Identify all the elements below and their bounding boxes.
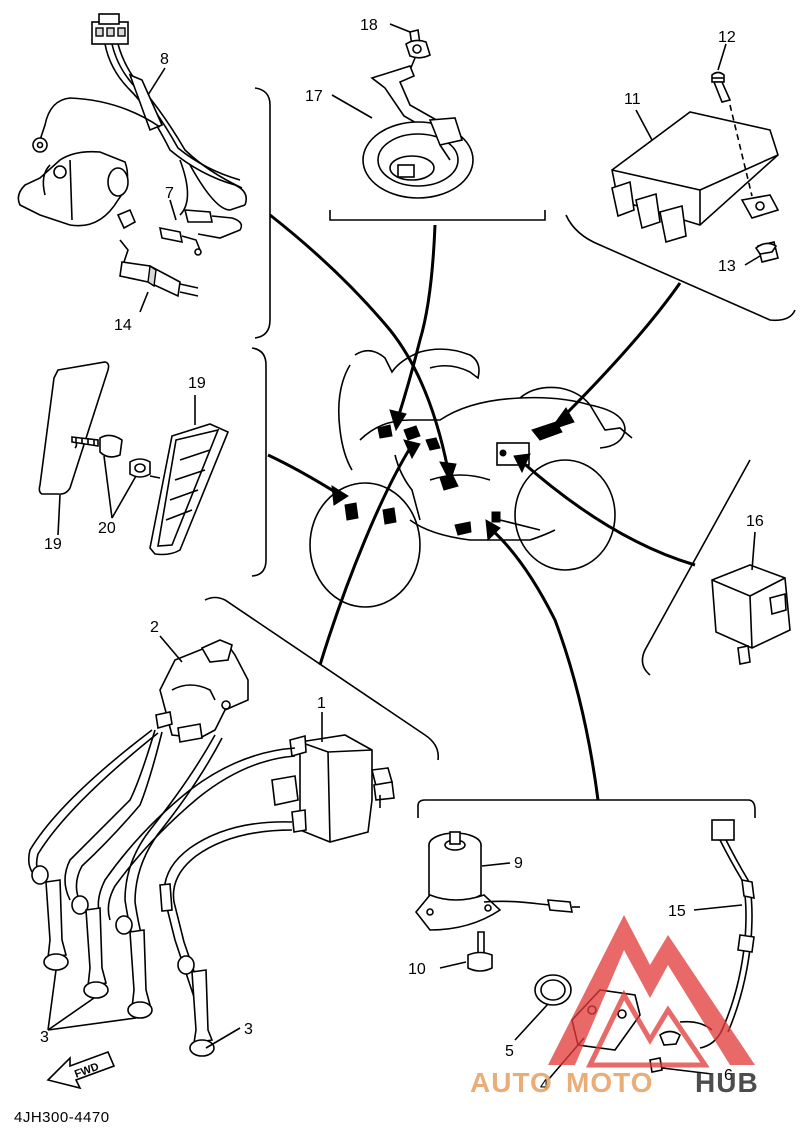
- callout-numbers: 18 17 12 11 13 8 7 14 19 19 20 16 2 1 3 …: [40, 17, 764, 1094]
- diagram-code: 4JH300-4470: [14, 1109, 110, 1126]
- callout-6: 6: [724, 1067, 733, 1084]
- reflector-assembly: [38, 361, 230, 556]
- callout-4: 4: [540, 1077, 549, 1094]
- callout-8: 8: [160, 51, 169, 68]
- spark-plug-leads: [27, 729, 296, 1057]
- ecu-assembly: [611, 71, 780, 263]
- bracket-switch-group: [254, 87, 271, 339]
- watermark-logo: AUTO MOTO HUB: [470, 915, 759, 1098]
- leader-arrows: [267, 213, 696, 801]
- callout-7: 7: [165, 185, 174, 202]
- bracket-starter-group: [417, 799, 756, 818]
- callout-3-left: 3: [40, 1029, 49, 1046]
- callout-3-right: 3: [244, 1021, 253, 1038]
- harness-assembly: [17, 13, 248, 298]
- forward-arrow-icon: FWD: [46, 1050, 116, 1090]
- bracket-ecu-group: [565, 214, 796, 322]
- bike-component-marks: [344, 421, 563, 536]
- callout-17: 17: [305, 88, 323, 105]
- watermark-triangle: [548, 915, 755, 1065]
- callout-12: 12: [718, 29, 736, 46]
- callout-11: 11: [624, 91, 641, 108]
- watermark-moto: MOTO: [566, 1067, 653, 1098]
- callout-1: 1: [317, 695, 326, 712]
- watermark-auto: AUTO: [470, 1067, 553, 1098]
- callout-18: 18: [360, 17, 378, 34]
- callout-15: 15: [668, 903, 686, 920]
- callout-2: 2: [150, 619, 159, 636]
- callout-16: 16: [746, 513, 764, 530]
- callout-13: 13: [718, 258, 736, 275]
- callout-10: 10: [408, 961, 426, 978]
- callout-14: 14: [114, 317, 132, 334]
- horn-assembly: [362, 29, 474, 199]
- starter-assembly: [414, 831, 580, 972]
- callout-20: 20: [98, 520, 116, 537]
- bracket-horn-group: [329, 210, 546, 221]
- relay-assembly: [711, 564, 791, 665]
- callout-5: 5: [505, 1043, 514, 1060]
- watermark-hub: HUB: [695, 1067, 759, 1098]
- callout-19-left: 19: [44, 536, 62, 553]
- callout-19-right: 19: [188, 375, 206, 392]
- ignition-coil-2: [155, 639, 249, 743]
- motorcycle-outline: [309, 348, 633, 608]
- bracket-relay-group: [641, 459, 751, 676]
- callout-leaders: [47, 23, 761, 1081]
- ignition-coil-1: [271, 734, 395, 843]
- callout-9: 9: [514, 855, 523, 872]
- bracket-ignition-group: [204, 596, 440, 761]
- bracket-reflector-group: [251, 347, 267, 577]
